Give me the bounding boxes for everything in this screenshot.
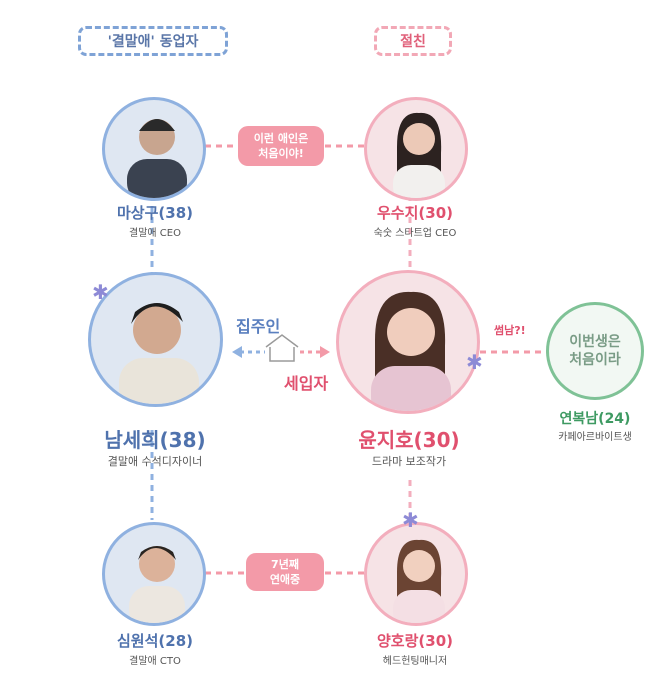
portrait-yunjiho: [336, 270, 480, 414]
crush-label: 썸남?!: [494, 324, 526, 337]
person-icon: [127, 119, 187, 198]
relation-badge-top-line1: 이런 애인은: [253, 132, 309, 145]
relation-badge-bottom-line2: 연애중: [269, 573, 301, 586]
show-logo: 이번생은 처음이라: [569, 333, 621, 369]
flower-icon: ✱: [466, 350, 483, 374]
portrait-wusuji: [364, 97, 468, 201]
house-icon: [265, 334, 299, 362]
logo-line1: 이번생은: [569, 334, 621, 350]
arrow-right-icon: [320, 346, 330, 358]
name-namsehui: 남세희(38): [104, 428, 206, 452]
person-icon: [119, 303, 199, 404]
group-label-partners: '결말애' 동업자: [78, 26, 228, 56]
portrait-masanggu: [102, 97, 206, 201]
name-wusuji: 우수지(30): [377, 204, 453, 222]
relation-badge-bottom: 7년째 연애중: [246, 553, 324, 591]
person-icon: [393, 539, 445, 623]
flower-icon: ✱: [402, 508, 419, 532]
group-label-friends-text: 절친: [400, 34, 426, 50]
name-simwonseok: 심원석(28): [117, 632, 193, 650]
role-masanggu: 결말애 CEO: [129, 228, 181, 239]
name-masanggu: 마상구(38): [117, 204, 193, 222]
portrait-namsehui: [88, 272, 223, 407]
logo-circle: 이번생은 처음이라: [546, 302, 644, 400]
name-yanghorang: 양호랑(30): [377, 632, 453, 650]
group-label-partners-text: '결말애' 동업자: [107, 34, 199, 50]
role-yunjiho: 드라마 보조작가: [371, 455, 447, 468]
person-icon: [393, 112, 445, 198]
group-label-friends: 절친: [374, 26, 452, 56]
relation-badge-top-line2: 처음이야!: [258, 147, 304, 160]
logo-line2: 처음이라: [569, 352, 621, 368]
role-yanghorang: 헤드헌팅매니저: [382, 656, 448, 667]
role-wusuji: 숙숫 스타트업 CEO: [373, 228, 457, 239]
arrow-left-icon: [232, 346, 242, 358]
person-icon: [129, 546, 185, 623]
role-yeonboknam: 카페아르바이트생: [558, 432, 632, 443]
role-simwonseok: 결말애 CTO: [129, 656, 181, 667]
name-yeonboknam: 연복남(24): [559, 411, 631, 427]
portrait-yanghorang: [364, 522, 468, 626]
landlord-label: 집주인: [236, 317, 281, 336]
relation-badge-top: 이런 애인은 처음이야!: [238, 126, 324, 166]
name-yunjiho: 윤지호(30): [358, 428, 460, 452]
role-namsehui: 결말애 수석디자이너: [107, 455, 203, 468]
tenant-label: 세입자: [284, 374, 329, 393]
person-icon: [371, 291, 451, 411]
flower-icon: ✱: [92, 280, 109, 304]
relation-badge-bottom-line1: 7년째: [271, 558, 299, 571]
portrait-simwonseok: [102, 522, 206, 626]
